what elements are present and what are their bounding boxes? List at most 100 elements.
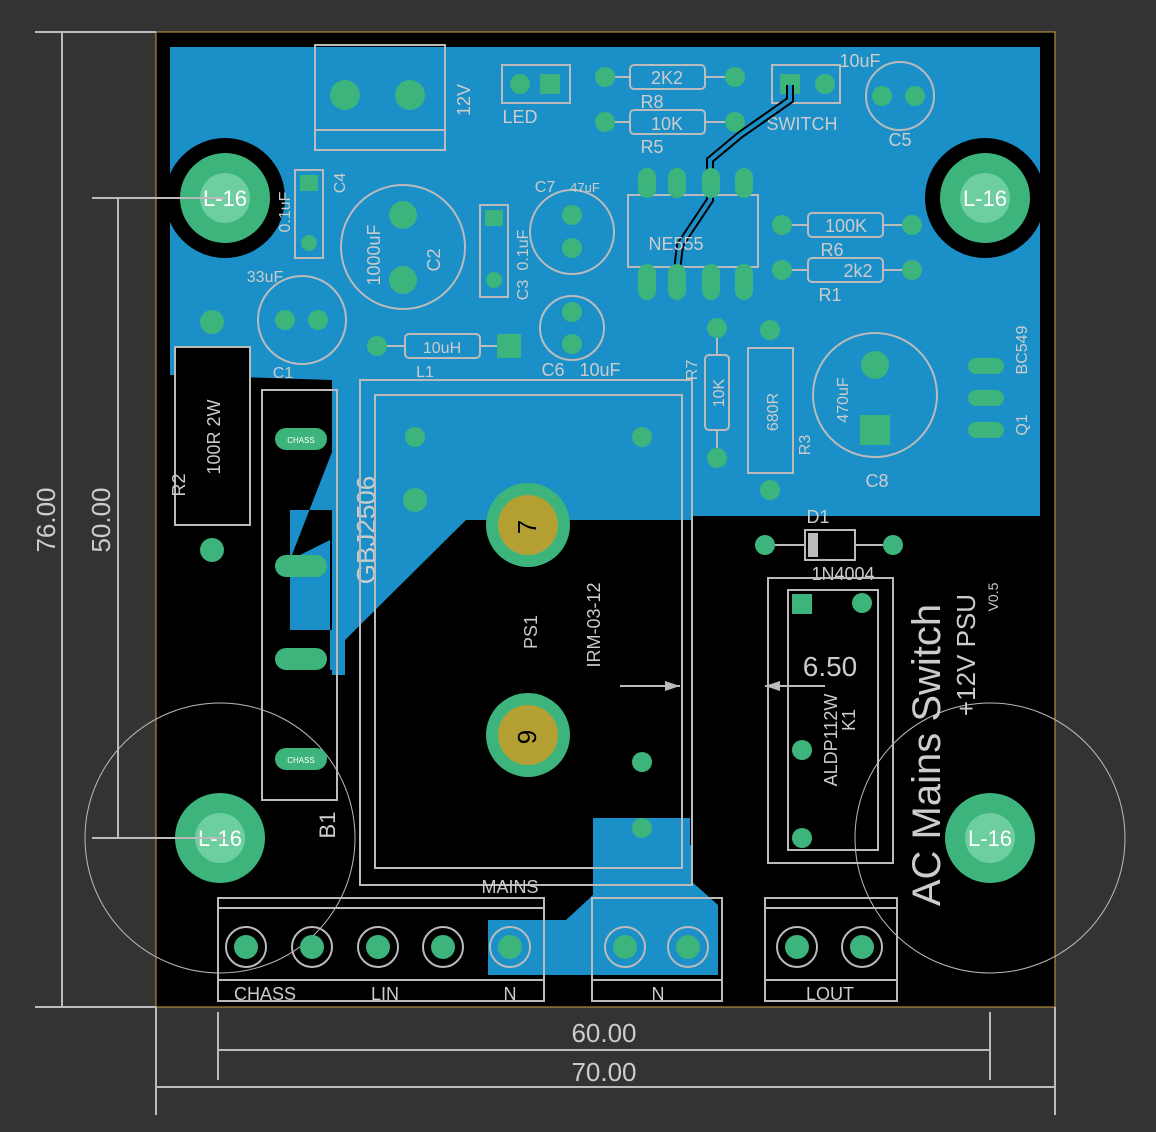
terminal-mains-input: CHASS LIN N [217, 897, 545, 1004]
c3-name: C3 [515, 280, 532, 301]
c2-name: C2 [424, 248, 444, 271]
capacitor-c7: C7 47uF [529, 179, 615, 275]
c8-value: 470uF [835, 377, 852, 423]
hole-label: L-16 [968, 826, 1012, 851]
c8-name: C8 [865, 471, 888, 491]
terminal-neutral: N [591, 897, 723, 1004]
dimension-60 [217, 1012, 991, 1080]
mains-label: MAINS [481, 877, 538, 897]
lout-label: LOUT [806, 984, 854, 1004]
relay-gap-dimension: 6.50 [803, 651, 858, 682]
terminal-12v: 12V [314, 44, 474, 151]
ps1-pin-7: 7 [512, 520, 542, 534]
switch-label: SWITCH [767, 114, 838, 134]
led: LED [501, 64, 571, 127]
hole-clearance-br [854, 702, 1126, 974]
hole-clearance-bl [84, 702, 356, 974]
dimension-50 [92, 197, 225, 839]
power-supply-ps1: 7 9 PS1 IRM-03-12 [359, 379, 693, 886]
r1-name: R1 [818, 285, 841, 305]
c6-name: C6 [541, 360, 564, 380]
resistor-r6: 100K R6 [772, 212, 922, 260]
r7-value: 10K [711, 378, 728, 407]
resistor-r2: 100R 2W R2 [169, 310, 251, 562]
c2-value: 1000uF [364, 224, 384, 285]
dimension-76 [35, 31, 156, 1008]
hole-label: L-16 [963, 186, 1007, 211]
ps1-pin-9: 9 [512, 730, 542, 744]
capacitor-c5: 10uF C5 [839, 51, 935, 150]
r5-value: 10K [651, 114, 683, 134]
ps1-name: PS1 [521, 615, 541, 649]
dimension-70-label: 70.00 [571, 1057, 636, 1087]
resistor-r3: 680R R3 [747, 320, 814, 500]
l1-name: L1 [416, 364, 434, 381]
trace-switch-inner [674, 85, 792, 281]
chass-label: CHASS [234, 984, 296, 1004]
board-subtitle: +12V PSU [951, 594, 981, 716]
n-label-1: N [504, 984, 517, 1004]
q1-name: Q1 [1014, 414, 1031, 435]
resistor-r7: 10K R7 [684, 318, 730, 468]
r2-name: R2 [169, 473, 189, 496]
terminal-lout: LOUT [764, 897, 898, 1004]
resistor-r1: 2k2 R1 [772, 257, 922, 305]
capacitor-c8: 470uF C8 [812, 332, 938, 491]
d1-name: D1 [806, 507, 829, 527]
terminal-12v-label: 12V [454, 84, 474, 116]
r3-value: 680R [765, 393, 782, 431]
resistor-r5: 10K R5 [595, 109, 745, 157]
b1-pad-chass: CHASS [287, 756, 315, 765]
c5-value: 10uF [839, 51, 880, 71]
dimension-60-label: 60.00 [571, 1018, 636, 1048]
ic-ne555: NE555 [627, 168, 759, 300]
r8-name: R8 [640, 92, 663, 112]
q1-value: BC549 [1014, 325, 1031, 374]
board-title: AC Mains Switch [905, 604, 949, 906]
r6-value: 100K [825, 216, 867, 236]
led-label: LED [502, 107, 537, 127]
b1-name: B1 [315, 812, 340, 839]
l1-value: 10uH [423, 340, 461, 357]
r7-name: R7 [684, 360, 701, 381]
d1-value: 1N4004 [811, 564, 874, 584]
b1-value: GBJ2506 [351, 476, 381, 584]
c1-name: C1 [273, 365, 294, 382]
lin-label: LIN [371, 984, 399, 1004]
ps1-value: IRM-03-12 [584, 582, 604, 667]
n-label-2: N [652, 984, 665, 1004]
copper-pour-mains [488, 818, 718, 975]
dimension-70 [155, 1007, 1056, 1115]
r6-name: R6 [820, 240, 843, 260]
b1-pad-chass: CHASS [287, 436, 315, 445]
c4-value: 0.1uF [277, 191, 294, 232]
copper-pour-main [170, 47, 1040, 516]
r3-name: R3 [797, 435, 814, 456]
c7-value: 47uF [570, 180, 600, 195]
dimension-50-label: 50.00 [86, 487, 116, 552]
dimension-76-label: 76.00 [31, 487, 61, 552]
mounting-hole-tr: L-16 [925, 138, 1045, 258]
c3-value: 0.1uF [515, 229, 532, 270]
ic-label: NE555 [648, 234, 703, 254]
c7-name: C7 [535, 179, 556, 196]
transistor-q1: BC549 Q1 [968, 325, 1031, 438]
capacitor-c6: C6 10uF [539, 295, 621, 380]
mounting-hole-br: L-16 [945, 793, 1035, 883]
c6-value: 10uF [579, 360, 620, 380]
resistor-r8: 2K2 R8 [595, 64, 745, 112]
board-version: V0.5 [985, 582, 1001, 611]
capacitor-c3: 0.1uF C3 [479, 204, 532, 301]
r1-value: 2k2 [843, 261, 872, 281]
inductor-l1: 10uH L1 [367, 333, 521, 381]
capacitor-c1: 33uF C1 [247, 269, 347, 382]
k1-name: K1 [839, 709, 859, 731]
switch-header: SWITCH [767, 64, 841, 134]
c5-name: C5 [888, 130, 911, 150]
capacitor-c2: 1000uF C2 [340, 184, 466, 310]
k1-value: ALDP112W [821, 694, 841, 787]
c1-value: 33uF [247, 269, 284, 286]
c4-name: C4 [332, 173, 349, 194]
relay-k1: ALDP112W K1 6.50 [620, 577, 894, 864]
